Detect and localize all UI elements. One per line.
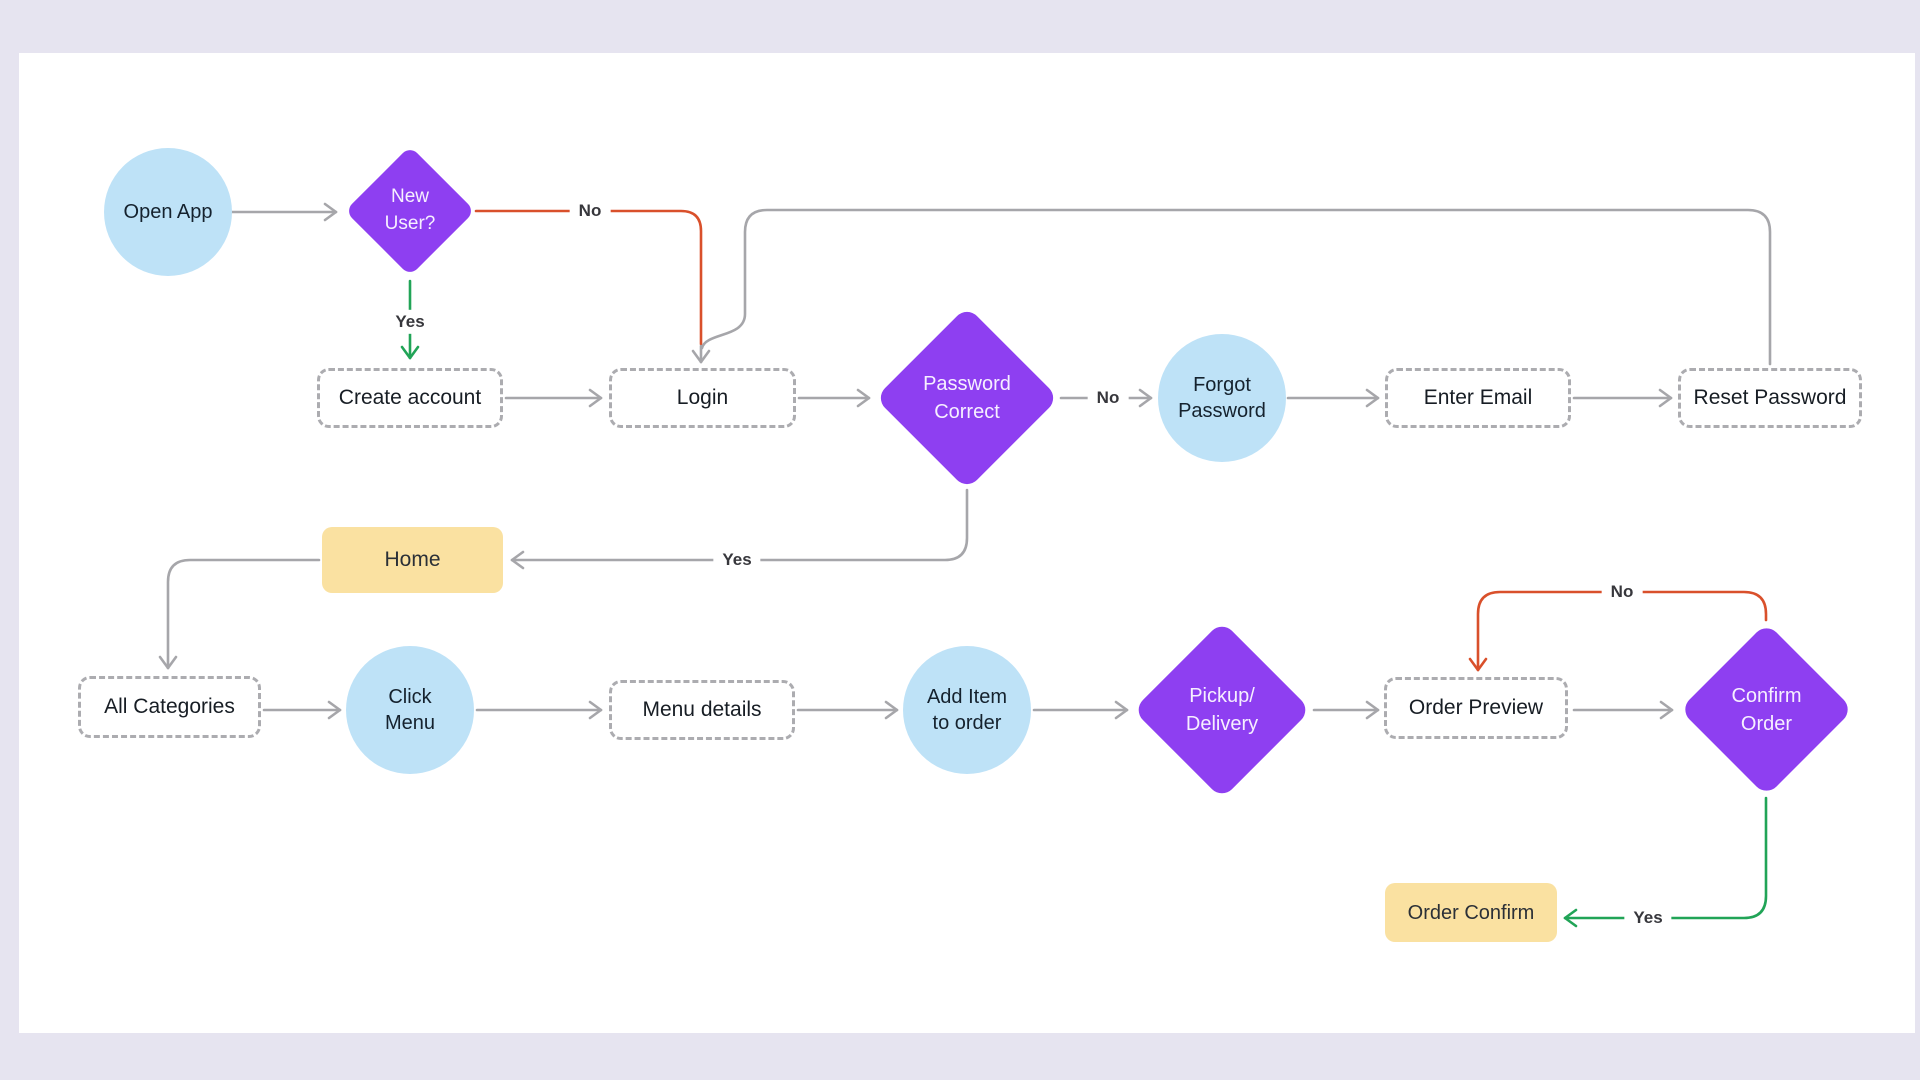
edge-label-password-correct-yes: Yes xyxy=(713,547,761,573)
node-new-user-decision: New User? xyxy=(344,145,476,277)
edge-label-password-correct-no: No xyxy=(1087,385,1129,411)
node-confirm-order-decision: Confirm Order xyxy=(1679,622,1854,797)
node-add-item-to-order: Add Item to order xyxy=(903,646,1031,774)
node-pickup-delivery-decision: Pickup/ Delivery xyxy=(1132,620,1312,800)
edge-label-confirm-order-no: No xyxy=(1601,579,1643,605)
edge-label-new-user-yes: Yes xyxy=(386,309,434,335)
node-menu-details: Menu details xyxy=(609,680,795,740)
node-password-correct-label: Password Correct xyxy=(923,373,1011,423)
node-new-user-label: New User? xyxy=(384,186,436,234)
node-password-correct-decision: Password Correct xyxy=(875,306,1059,490)
edge-label-new-user-no: No xyxy=(569,198,611,224)
node-order-confirm: Order Confirm xyxy=(1385,883,1557,942)
node-enter-email: Enter Email xyxy=(1385,368,1571,428)
node-pickup-delivery-label: Pickup/ Delivery xyxy=(1185,685,1259,735)
edge-label-confirm-order-yes: Yes xyxy=(1624,905,1672,931)
node-login: Login xyxy=(609,368,796,428)
node-home: Home xyxy=(322,527,503,593)
flowchart-canvas xyxy=(19,53,1915,1033)
node-confirm-order-label: Confirm Order xyxy=(1731,684,1802,735)
node-open-app: Open App xyxy=(104,148,232,276)
node-forgot-password: Forgot Password xyxy=(1158,334,1286,462)
node-create-account: Create account xyxy=(317,368,503,428)
node-all-categories: All Categories xyxy=(78,676,261,738)
node-order-preview: Order Preview xyxy=(1384,677,1568,739)
node-reset-password: Reset Password xyxy=(1678,368,1862,428)
node-click-menu: Click Menu xyxy=(346,646,474,774)
